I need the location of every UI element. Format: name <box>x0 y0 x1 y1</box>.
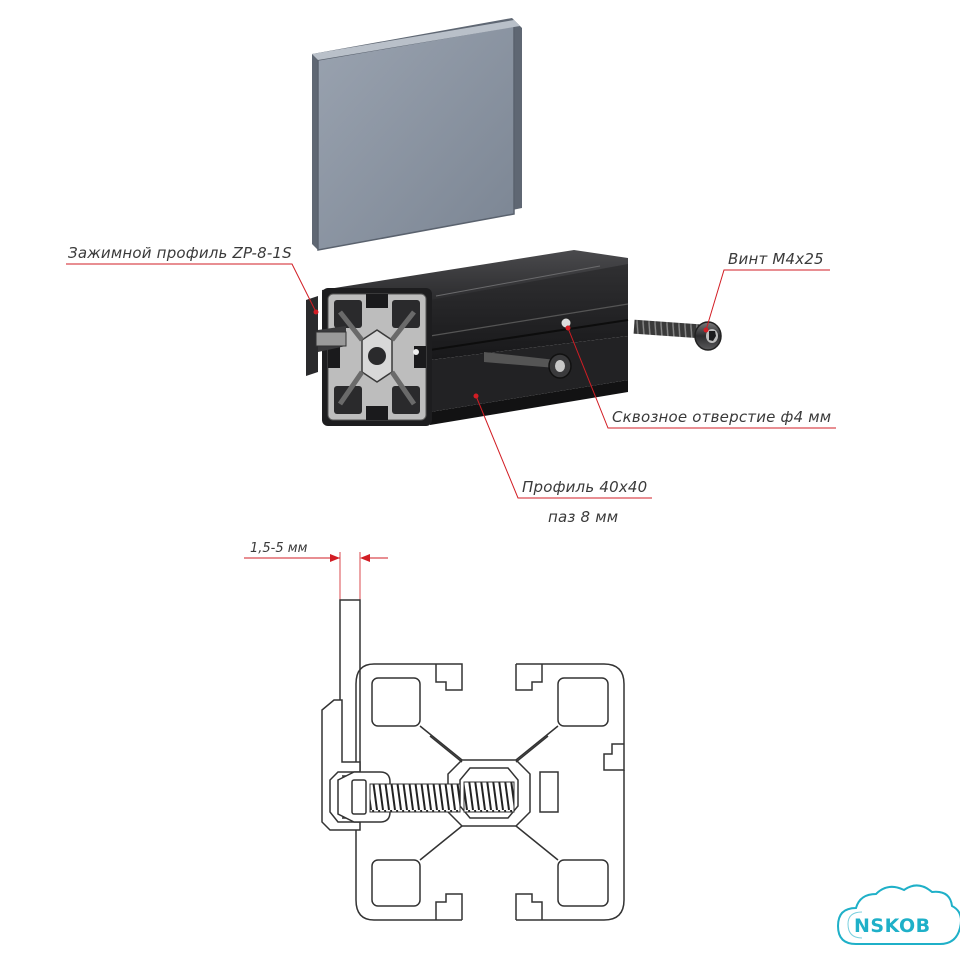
thickness-dimension: 1,5-5 мм <box>244 541 388 600</box>
callout-clamp-profile: Зажимной профиль ZP-8-1S <box>66 244 319 315</box>
screw-thread-section <box>369 781 515 813</box>
clamp-profile-3d <box>306 296 347 376</box>
label-thickness: 1,5-5 мм <box>250 541 308 556</box>
profile-cross-section <box>321 599 625 921</box>
panel-sheet <box>312 18 522 251</box>
label-clamp-profile: Зажимной профиль ZP-8-1S <box>68 244 292 262</box>
label-profile-slot: паз 8 мм <box>548 508 618 526</box>
label-through-hole: Сквозное отверстие ф4 мм <box>612 408 831 426</box>
callout-through-hole: Сквозное отверстие ф4 мм <box>565 325 836 429</box>
callout-profile: Профиль 40x40 паз 8 мм <box>473 393 652 526</box>
profile-end-face <box>322 288 432 426</box>
cloud-logo-icon: NSKOB <box>836 884 960 945</box>
screw-installed <box>484 352 572 379</box>
label-profile-size: Профиль 40x40 <box>522 478 647 496</box>
label-screw: Винт M4x25 <box>728 250 824 268</box>
logo-text: NSKOB <box>854 915 931 937</box>
screw-m4x25 <box>633 319 722 351</box>
aluminum-profile-3d <box>306 250 629 426</box>
callout-screw: Винт M4x25 <box>703 250 830 333</box>
